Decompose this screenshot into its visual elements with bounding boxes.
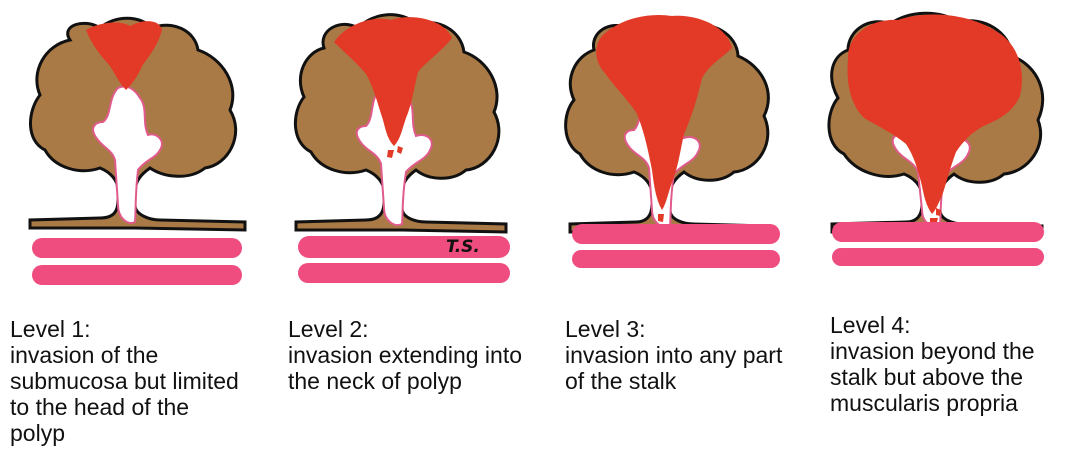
muscularis-band-upper [832,222,1044,242]
muscularis-band-lower [32,265,242,285]
tumor-invasion [848,15,1022,226]
polyp-illustration-level-2: T.S. [266,0,532,300]
caption-description: invasion of the submucosa but limited to… [10,342,250,446]
caption-title: Level 2: [288,316,528,342]
muscularis-band-lower [572,250,780,268]
caption-level-1: Level 1: invasion of the submucosa but l… [10,316,250,446]
caption-title: Level 4: [830,312,1062,338]
polyp-illustration-level-4 [798,0,1064,300]
panel-level-4: Level 4: invasion beyond the stalk but a… [798,0,1064,461]
muscularis-band-lower [832,248,1044,266]
caption-description: invasion extending into the neck of poly… [288,342,528,394]
caption-level-4: Level 4: invasion beyond the stalk but a… [830,312,1062,416]
muscularis-band-upper [32,238,242,258]
ts-annotation: T.S. [446,237,480,257]
panel-level-3: Level 3: invasion into any part of the s… [532,0,798,461]
caption-level-3: Level 3: invasion into any part of the s… [565,316,790,394]
caption-title: Level 3: [565,316,790,342]
caption-title: Level 1: [10,316,250,342]
polyp-illustration-level-1 [0,0,266,300]
panel-level-2: T.S. Level 2: invasion extending into th… [266,0,532,461]
panel-level-1: Level 1: invasion of the submucosa but l… [0,0,266,461]
polyp-illustration-level-3 [532,0,798,300]
muscularis-band-lower [298,263,510,283]
muscularis-band-upper [572,224,780,244]
caption-level-2: Level 2: invasion extending into the nec… [288,316,528,394]
caption-description: invasion beyond the stalk but above the … [830,338,1062,416]
caption-description: invasion into any part of the stalk [565,342,790,394]
